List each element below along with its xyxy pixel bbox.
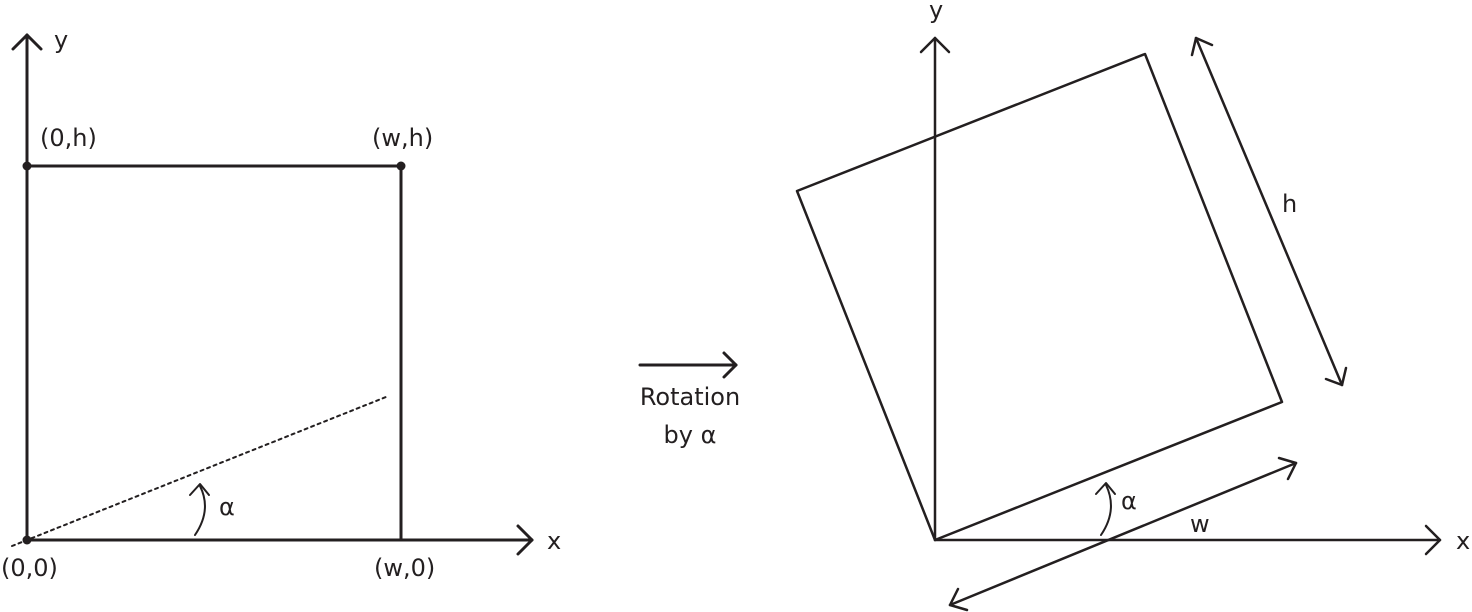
- transform-label-line1: Rotation: [640, 383, 740, 411]
- point-label-top-right: (w,h): [372, 124, 433, 152]
- rotation-direction-dotted-line: [11, 396, 387, 547]
- right-y-axis-arrowhead: [919, 36, 951, 54]
- right-angle-arc: [1100, 484, 1112, 536]
- right-x-axis-arrowhead: [1424, 524, 1442, 556]
- right-y-axis-label: y: [929, 0, 943, 24]
- corner-dot-top-right: [396, 161, 406, 171]
- transform-arrow-group: Rotation by α: [638, 351, 740, 449]
- point-label-top-left: (0,h): [40, 124, 97, 152]
- left-figure: y x (0,h) (w,h) (0,0) (w,0) α: [1, 26, 561, 582]
- right-angle-arc-arrowhead: [1095, 482, 1116, 495]
- transform-label-line2: by α: [664, 421, 717, 449]
- left-x-axis-arrowhead: [516, 524, 534, 556]
- height-label: h: [1282, 190, 1297, 218]
- left-angle-label: α: [219, 493, 235, 521]
- left-angle-arc: [194, 485, 206, 536]
- transform-arrowhead: [722, 351, 738, 379]
- width-dimension-arrowhead-right: [1277, 456, 1298, 481]
- width-label: w: [1190, 510, 1210, 538]
- height-dimension-arrowhead-top: [1190, 36, 1214, 57]
- width-dimension-arrowhead-left: [948, 587, 969, 612]
- width-dimension-line: [948, 461, 1298, 607]
- rotated-rectangle: [795, 52, 1284, 542]
- right-angle-label: α: [1121, 487, 1137, 515]
- left-y-axis-label: y: [54, 26, 68, 54]
- right-x-axis-label: x: [1456, 527, 1470, 555]
- right-figure: y x h w α: [795, 0, 1470, 612]
- point-label-origin: (0,0): [1, 554, 58, 582]
- height-dimension-arrowhead-bottom: [1324, 366, 1348, 387]
- left-y-axis-arrowhead: [11, 33, 43, 51]
- left-angle-arc-arrowhead: [189, 483, 210, 496]
- corner-dot-top-left: [22, 161, 32, 171]
- point-label-bottom-right: (w,0): [374, 554, 435, 582]
- height-dimension-line: [1194, 36, 1344, 387]
- left-x-axis-label: x: [547, 527, 561, 555]
